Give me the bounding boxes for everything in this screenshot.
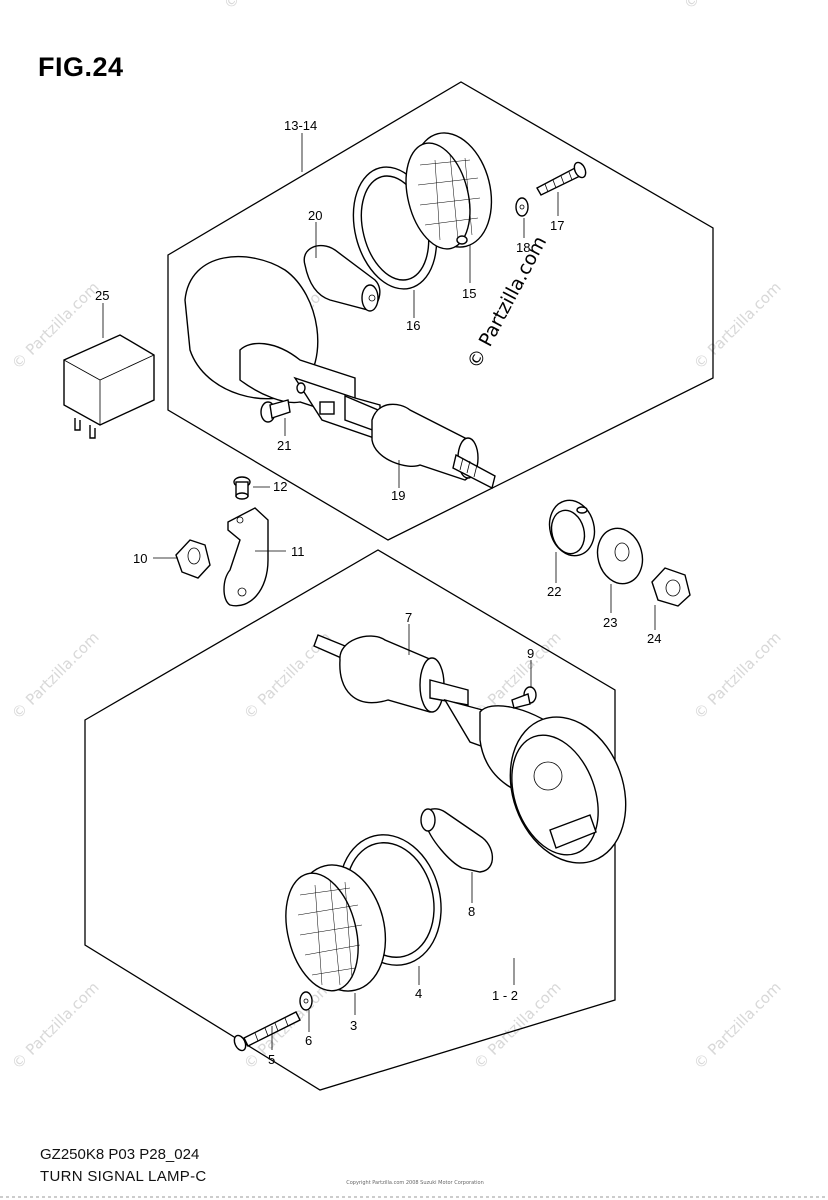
- part-22-grommet: [548, 499, 596, 557]
- callout-6: 6: [305, 1033, 312, 1048]
- callout-24: 24: [647, 631, 661, 646]
- part-18-washer-hole: [519, 204, 525, 210]
- lower-assembly-frame: [84, 549, 616, 1091]
- part-21-screw: [260, 399, 291, 423]
- part-24-nut: [651, 567, 691, 607]
- part-9-screw: [511, 686, 537, 709]
- part-8-bulb: [420, 808, 494, 873]
- callout-9: 9: [527, 646, 534, 661]
- callout-10: 10: [133, 551, 147, 566]
- callout-16: 16: [406, 318, 420, 333]
- watermark-text: © Partzilla.com: [680, 0, 775, 13]
- figure-title: FIG.24: [38, 52, 124, 82]
- upper-lamp-body: [184, 255, 381, 441]
- callout-15: 15: [462, 286, 476, 301]
- part-20-bulb: [303, 245, 381, 312]
- copyright-small: Copyright Partzilla.com 2008 Suzuki Moto…: [346, 1180, 484, 1186]
- part-10-nut: [175, 539, 211, 579]
- callout-21: 21: [277, 438, 291, 453]
- part-25-relay: [63, 334, 155, 439]
- leader-lines: [102, 133, 656, 1050]
- callout-19: 19: [391, 488, 405, 503]
- callout-8: 8: [468, 904, 475, 919]
- callout-7: 7: [405, 610, 412, 625]
- callout-20: 20: [308, 208, 322, 223]
- callout-3: 3: [350, 1018, 357, 1033]
- part-12-bolt: [233, 476, 251, 500]
- part-23-washer: [596, 527, 644, 585]
- callout-22: 22: [547, 584, 561, 599]
- watermark-text: © Partzilla.com: [690, 978, 785, 1073]
- part-15-lens: [405, 132, 493, 250]
- callout-13-14: 13-14: [284, 118, 317, 133]
- part-17-screw: [536, 161, 587, 196]
- watermark-text: © Partzilla.com: [220, 0, 315, 13]
- part-18-washer: [515, 197, 529, 217]
- lower-lamp-body: [443, 698, 627, 864]
- part-3-lens: [285, 864, 387, 992]
- callout-labels: 13-14 20 16 15 18 17 25 21 19 12 11 10 2…: [95, 118, 661, 1067]
- part-19-socket: [371, 403, 496, 490]
- part-11-bracket: [223, 507, 269, 607]
- callout-25: 25: [95, 288, 109, 303]
- figure-code: GZ250K8 P03 P28_024: [40, 1146, 200, 1163]
- callout-1-2: 1 - 2: [492, 988, 518, 1003]
- callout-11: 11: [291, 544, 305, 559]
- callout-18: 18: [516, 240, 530, 255]
- callout-5: 5: [268, 1052, 275, 1067]
- part-6-washer-hole: [303, 998, 309, 1004]
- callout-4: 4: [415, 986, 422, 1001]
- figure-name: TURN SIGNAL LAMP-C: [40, 1168, 207, 1185]
- callout-12: 12: [273, 479, 287, 494]
- watermark-text: © Partzilla.com: [8, 978, 103, 1073]
- watermark-text: © Partzilla.com: [690, 628, 785, 723]
- upper-assembly-frame: [167, 81, 714, 541]
- part-7-socket: [313, 634, 469, 713]
- callout-23: 23: [603, 615, 617, 630]
- part-6-washer: [299, 991, 313, 1011]
- callout-17: 17: [550, 218, 564, 233]
- watermark-text: © Partzilla.com: [8, 628, 103, 723]
- main-watermark: © Partzilla.com: [463, 233, 551, 373]
- watermark-text: © Partzilla.com: [690, 278, 785, 373]
